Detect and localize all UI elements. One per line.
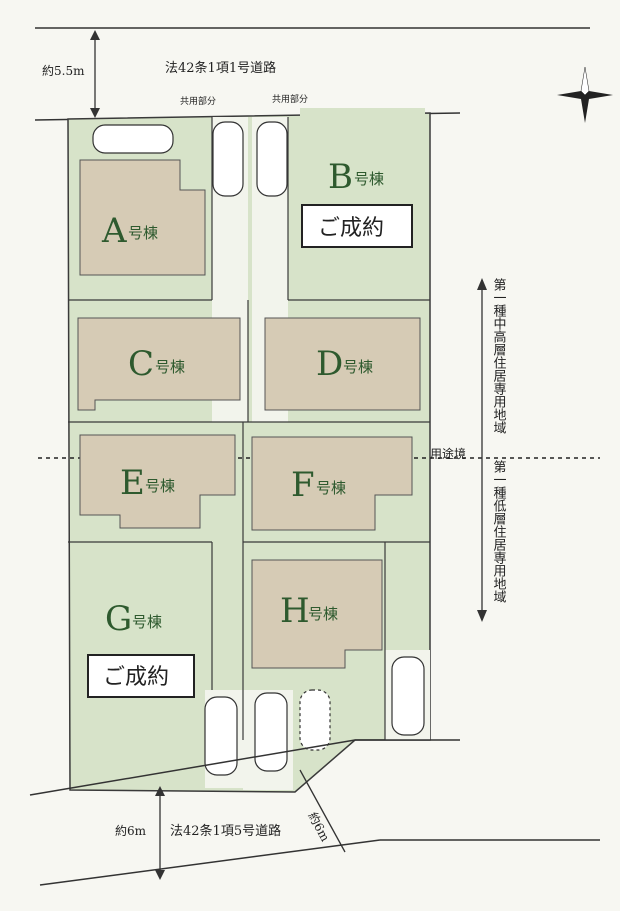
south-road-width: 約6m — [115, 823, 147, 838]
south-road-bottom-line — [39, 839, 381, 886]
lot-f-suffix: 号棟 — [316, 479, 346, 497]
lot-d-letter: D — [316, 344, 343, 384]
shared-label-left: 共用部分 — [180, 95, 216, 107]
sold-badge-b — [301, 204, 413, 248]
car-icon — [212, 121, 244, 197]
lot-b-letter: B — [328, 157, 353, 197]
house-c — [77, 317, 241, 411]
car-icon — [299, 689, 331, 751]
lot-b-yard — [300, 108, 425, 285]
lot-g-suffix: 号棟 — [132, 613, 162, 631]
lot-e-suffix: 号棟 — [145, 477, 175, 495]
lot-f-letter: F — [291, 465, 315, 505]
house-d — [264, 317, 421, 411]
north-road-width: 約5.5m — [42, 63, 85, 78]
lot-c-suffix: 号棟 — [155, 358, 185, 376]
lot-h-suffix: 号棟 — [308, 605, 338, 623]
lot-g-letter: G — [105, 599, 132, 639]
car-icon — [254, 692, 288, 772]
south-road-top-line — [29, 739, 356, 796]
car-icon — [391, 656, 425, 736]
lot-e-letter: E — [120, 463, 145, 503]
dim-arrow-icon — [477, 610, 487, 622]
dim-arrow-icon — [90, 108, 100, 118]
dim-arrow-icon — [155, 870, 165, 880]
lot-b-suffix: 号棟 — [354, 170, 384, 188]
dim-arrow-icon — [155, 786, 165, 796]
south-road-diagonal-width: 約6m — [305, 809, 333, 844]
sold-badge-g — [87, 654, 195, 698]
car-icon — [92, 124, 174, 154]
lot-h-letter: H — [280, 591, 310, 631]
shared-label-right: 共用部分 — [272, 93, 308, 105]
house-f — [251, 436, 413, 531]
car-icon — [256, 121, 288, 197]
house-a — [79, 159, 206, 276]
lot-a-letter: A — [101, 211, 127, 251]
south-road-name: 法42条1項5号道路 — [170, 823, 281, 839]
dim-arrow-icon — [90, 30, 100, 40]
zone-boundary-label: 用途境 — [430, 446, 466, 461]
north-road-name: 法42条1項1号道路 — [165, 60, 276, 76]
cars — [92, 121, 425, 776]
lot-lines — [68, 117, 430, 740]
diagonal-dimension-line — [299, 769, 346, 853]
zone-upper: 第一種中高層住居専用地域 — [491, 278, 507, 434]
lot-b-status: ご成約 — [318, 216, 384, 241]
dim-arrow-icon — [477, 278, 487, 290]
car-icon — [204, 696, 238, 776]
compass-icon — [557, 66, 613, 123]
lot-g-status: ご成約 — [103, 665, 169, 690]
lot-d-suffix: 号棟 — [343, 358, 373, 376]
zone-lower: 第一種低層住居専用地域 — [491, 460, 507, 603]
lot-c-letter: C — [128, 344, 154, 384]
house-e — [79, 434, 236, 529]
lot-a-suffix: 号棟 — [128, 224, 158, 242]
house-h — [251, 559, 383, 669]
